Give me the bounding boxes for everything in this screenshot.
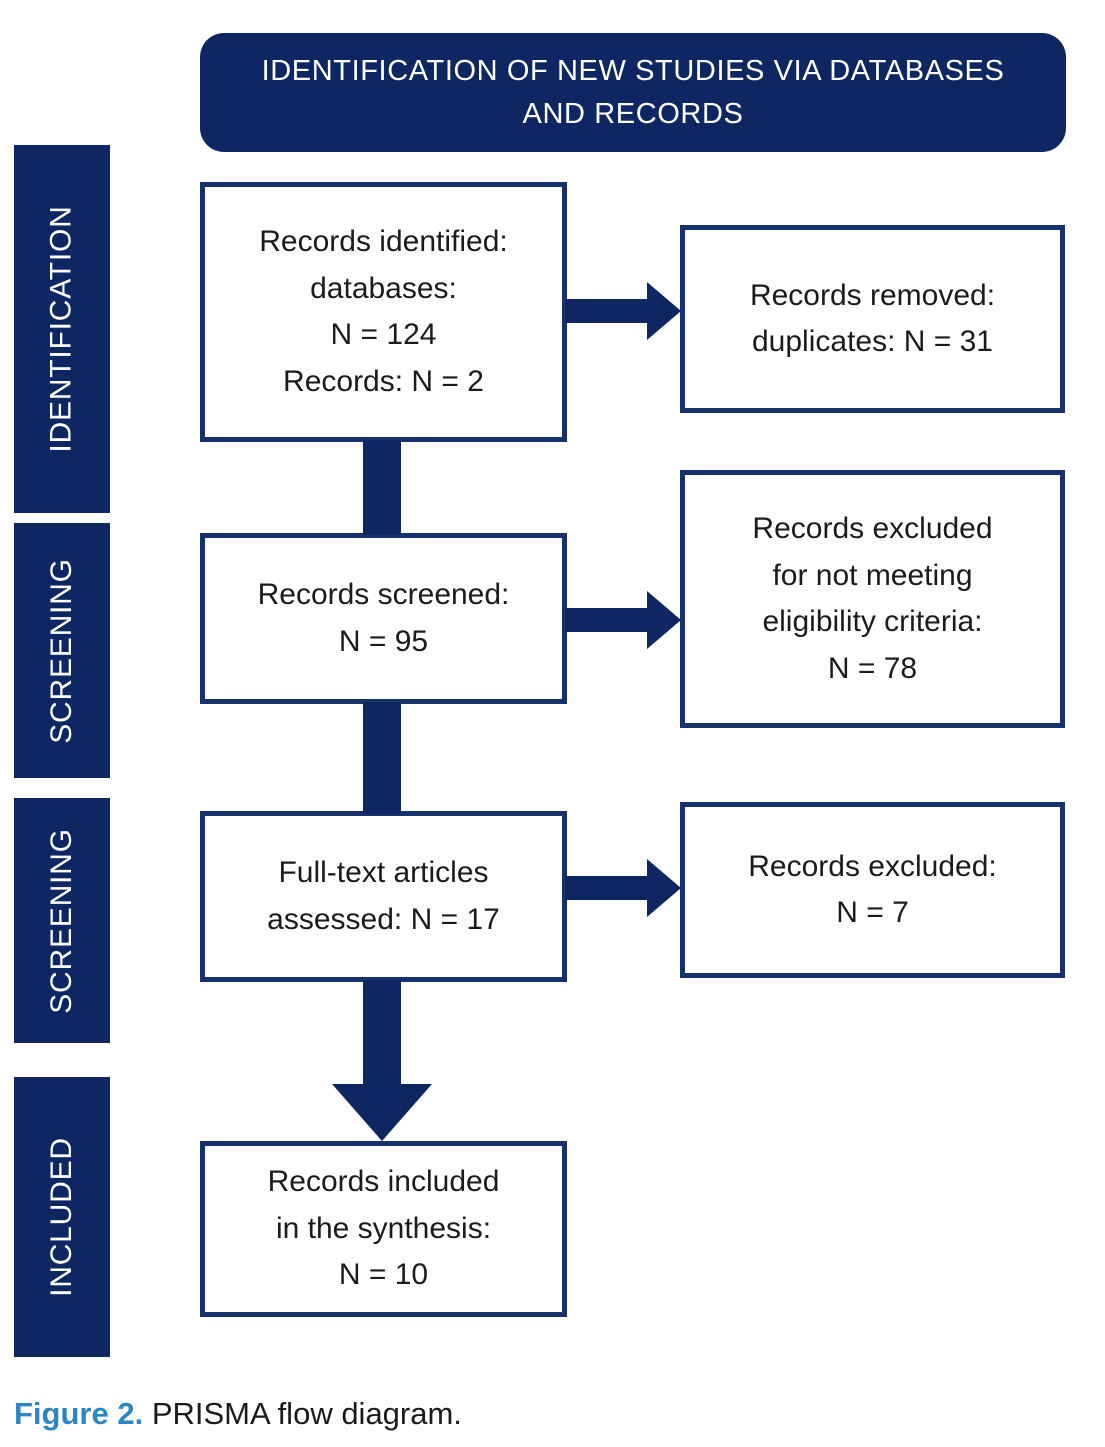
diagram-title-line-1: IDENTIFICATION OF NEW STUDIES VIA DATABA…: [261, 55, 1005, 88]
box-line: duplicates: N = 31: [752, 325, 993, 358]
stage-label-text: IDENTIFICATION: [45, 205, 78, 453]
stage-label-screening-2: SCREENING: [14, 798, 110, 1043]
right-arrow-identification: [565, 282, 681, 340]
box-line: Records excluded:: [748, 849, 997, 883]
box-line: assessed: N = 17: [267, 902, 500, 936]
right-arrow-shaft: [565, 876, 649, 900]
box-line: databases:: [310, 271, 457, 305]
right-arrow-shaft: [565, 299, 649, 323]
diagram-title-banner: IDENTIFICATION OF NEW STUDIES VIA DATABA…: [200, 33, 1066, 152]
connector-fulltext-to-included-shaft: [363, 980, 401, 1085]
stage-label-identification: IDENTIFICATION: [14, 145, 110, 513]
box-line: Full-text articles: [278, 856, 489, 889]
box-line: Records identified:: [259, 225, 508, 258]
right-arrow-fulltext: [565, 859, 681, 917]
box-line: eligibility criteria:: [762, 605, 983, 638]
box-fulltext-assessed: Full-text articles assessed: N = 17: [200, 811, 567, 982]
figure-caption: Figure 2. PRISMA flow diagram.: [14, 1396, 462, 1432]
box-records-excluded-eligibility: Records excluded for not meeting eligibi…: [680, 470, 1065, 728]
box-line: N = 124: [330, 318, 437, 351]
diagram-title-line-2: AND RECORDS: [522, 97, 744, 130]
box-line: for not meeting: [772, 558, 973, 592]
connector-screened-to-fulltext: [363, 702, 401, 814]
figure-caption-label: Figure 2.: [14, 1396, 144, 1431]
box-line: N = 95: [338, 624, 429, 658]
right-arrow-icon: [647, 591, 681, 649]
box-records-screened: Records screened: N = 95: [200, 533, 567, 704]
right-arrow-shaft: [565, 608, 649, 632]
box-line: in the synthesis:: [275, 1211, 492, 1245]
box-line: N = 78: [827, 651, 918, 685]
box-records-identified: Records identified: databases: N = 124 R…: [200, 182, 567, 442]
box-records-removed-duplicates: Records removed: duplicates: N = 31: [680, 225, 1065, 413]
box-records-included: Records included in the synthesis: N = 1…: [200, 1141, 567, 1317]
box-line: Records included: [267, 1165, 500, 1199]
right-arrow-icon: [647, 859, 681, 917]
box-line: Records: N = 2: [283, 364, 484, 398]
stage-label-screening-1: SCREENING: [14, 523, 110, 778]
down-arrow-icon: [332, 1084, 432, 1141]
box-line: Records excluded: [752, 512, 993, 545]
right-arrow-screening: [565, 591, 681, 649]
box-records-excluded-fulltext: Records excluded: N = 7: [680, 802, 1065, 978]
stage-label-text: INCLUDED: [45, 1137, 79, 1297]
stage-label-text: SCREENING: [45, 827, 78, 1014]
stage-label-included: INCLUDED: [14, 1077, 110, 1357]
connector-identified-to-screened: [363, 440, 401, 535]
right-arrow-icon: [647, 282, 681, 340]
stage-label-text: SCREENING: [45, 557, 78, 744]
box-line: Records removed:: [749, 278, 996, 312]
figure-caption-text: PRISMA flow diagram.: [143, 1396, 462, 1431]
box-line: N = 10: [338, 1258, 429, 1292]
box-line: N = 7: [836, 896, 909, 929]
box-line: Records screened:: [257, 578, 510, 611]
